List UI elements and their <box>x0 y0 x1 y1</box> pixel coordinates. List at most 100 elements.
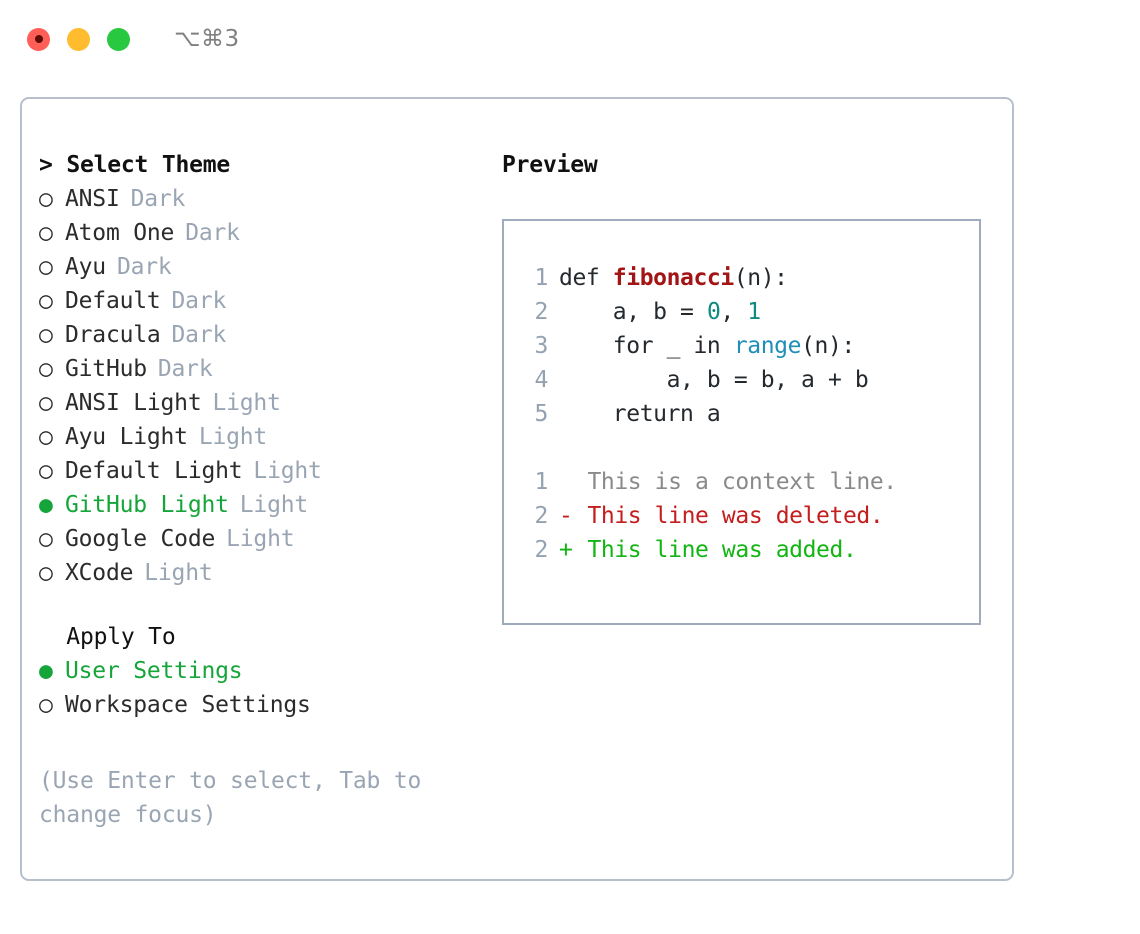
theme-option[interactable]: ○ ANSI Dark <box>39 182 502 216</box>
line-number: 1 <box>534 265 549 291</box>
theme-variant-badge: Dark <box>171 288 227 314</box>
theme-variant-badge: Light <box>144 560 213 586</box>
code-token-num: 0 <box>706 299 721 325</box>
theme-variant-badge: Dark <box>130 186 186 212</box>
theme-option[interactable]: ○ Atom One Dark <box>39 216 502 250</box>
line-number: 1 <box>534 469 549 495</box>
code-token-func: fibonacci <box>612 265 734 291</box>
code-token-plain: def <box>559 265 613 291</box>
theme-option-label: Ayu <box>65 254 106 280</box>
diff-line-del: 2- This line was deleted. <box>522 499 979 533</box>
radio-selected-icon: ● <box>39 658 53 684</box>
line-number: 2 <box>534 537 549 563</box>
theme-option-label: GitHub <box>65 356 147 382</box>
keyboard-hint: (Use Enter to select, Tab to change focu… <box>39 768 422 828</box>
code-line: 2 a, b = 0, 1 <box>522 295 979 329</box>
code-text: return a <box>559 397 721 431</box>
apply-to-option-label: Workspace Settings <box>65 692 311 718</box>
radio-unselected-icon: ○ <box>39 288 53 314</box>
code-line: 3 for _ in range(n): <box>522 329 979 363</box>
theme-option[interactable]: ○ Google Code Light <box>39 522 502 556</box>
traffic-lights <box>27 27 130 51</box>
code-text: a, b = 0, 1 <box>559 295 761 329</box>
prompt-caret: > <box>39 152 53 178</box>
code-token-plain: a, b = <box>612 299 707 325</box>
theme-option-label: Google Code <box>65 526 216 552</box>
radio-unselected-icon: ○ <box>39 220 53 246</box>
diff-text: This is a context line. <box>574 469 897 495</box>
code-diff-spacer <box>522 431 979 465</box>
radio-unselected-icon: ○ <box>39 186 53 212</box>
radio-unselected-icon: ○ <box>39 692 53 718</box>
theme-option-label: Default <box>65 288 161 314</box>
apply-to-option-label: User Settings <box>65 658 243 684</box>
code-token-num: 1 <box>747 299 761 325</box>
select-theme-title: Select Theme <box>66 152 231 178</box>
theme-option[interactable]: ○ Default Dark <box>39 284 502 318</box>
code-line: 5 return a <box>522 397 979 431</box>
code-token-plain: (n): <box>801 333 855 359</box>
section-spacer <box>39 590 502 620</box>
line-number: 3 <box>534 333 549 359</box>
line-number: 4 <box>534 367 549 393</box>
diff-marker: - <box>559 503 573 529</box>
minimize-button[interactable] <box>67 27 90 51</box>
code-token-plain: (n): <box>733 265 788 291</box>
apply-to-list: ● User Settings ○ Workspace Settings <box>39 654 502 722</box>
preview-title: Preview <box>502 152 598 178</box>
theme-option-label: XCode <box>65 560 134 586</box>
theme-option[interactable]: ○ XCode Light <box>39 556 502 590</box>
radio-unselected-icon: ○ <box>39 254 53 280</box>
theme-variant-badge: Light <box>239 492 309 518</box>
code-line: 4 a, b = b, a + b <box>522 363 979 397</box>
close-button[interactable] <box>27 27 50 51</box>
theme-option-label: ANSI <box>65 186 120 212</box>
line-number: 2 <box>534 299 549 325</box>
code-token-plain: for _ in <box>612 333 734 359</box>
theme-variant-badge: Dark <box>116 254 172 280</box>
radio-unselected-icon: ○ <box>39 526 53 552</box>
radio-unselected-icon: ○ <box>39 458 53 484</box>
code-token-plain: , <box>720 299 748 325</box>
line-number: 5 <box>534 401 549 427</box>
theme-option[interactable]: ○ Dracula Dark <box>39 318 502 352</box>
theme-option[interactable]: ○ Ayu Dark <box>39 250 502 284</box>
theme-option-label: GitHub Light <box>65 492 229 518</box>
radio-unselected-icon: ○ <box>39 390 53 416</box>
code-token-plain: a, b = b, a + b <box>666 367 869 393</box>
code-text: a, b = b, a + b <box>559 363 869 397</box>
theme-variant-badge: Dark <box>185 220 240 246</box>
apply-to-header: Apply To <box>39 620 502 654</box>
theme-variant-badge: Dark <box>171 322 227 348</box>
theme-variant-badge: Light <box>253 458 322 484</box>
radio-unselected-icon: ○ <box>39 322 53 348</box>
select-theme-header: > Select Theme <box>39 148 502 182</box>
theme-variant-badge: Dark <box>157 356 213 382</box>
code-text: def fibonacci(n): <box>559 261 788 295</box>
diff-text: This line was deleted. <box>574 503 884 529</box>
code-token-plain: return a <box>612 401 721 427</box>
apply-to-option[interactable]: ○ Workspace Settings <box>39 688 502 722</box>
theme-option-label: Dracula <box>65 322 161 348</box>
apply-to-option[interactable]: ● User Settings <box>39 654 502 688</box>
line-number: 2 <box>534 503 549 529</box>
diff-line-add: 2+ This line was added. <box>522 533 979 567</box>
code-text: for _ in range(n): <box>559 329 855 363</box>
diff-marker: + <box>559 537 573 563</box>
zoom-button[interactable] <box>107 27 130 51</box>
radio-unselected-icon: ○ <box>39 560 53 586</box>
diff-sample: 1 This is a context line. 2- This line wa… <box>522 465 979 567</box>
theme-option-label: Atom One <box>65 220 175 246</box>
theme-variant-badge: Light <box>226 526 295 552</box>
